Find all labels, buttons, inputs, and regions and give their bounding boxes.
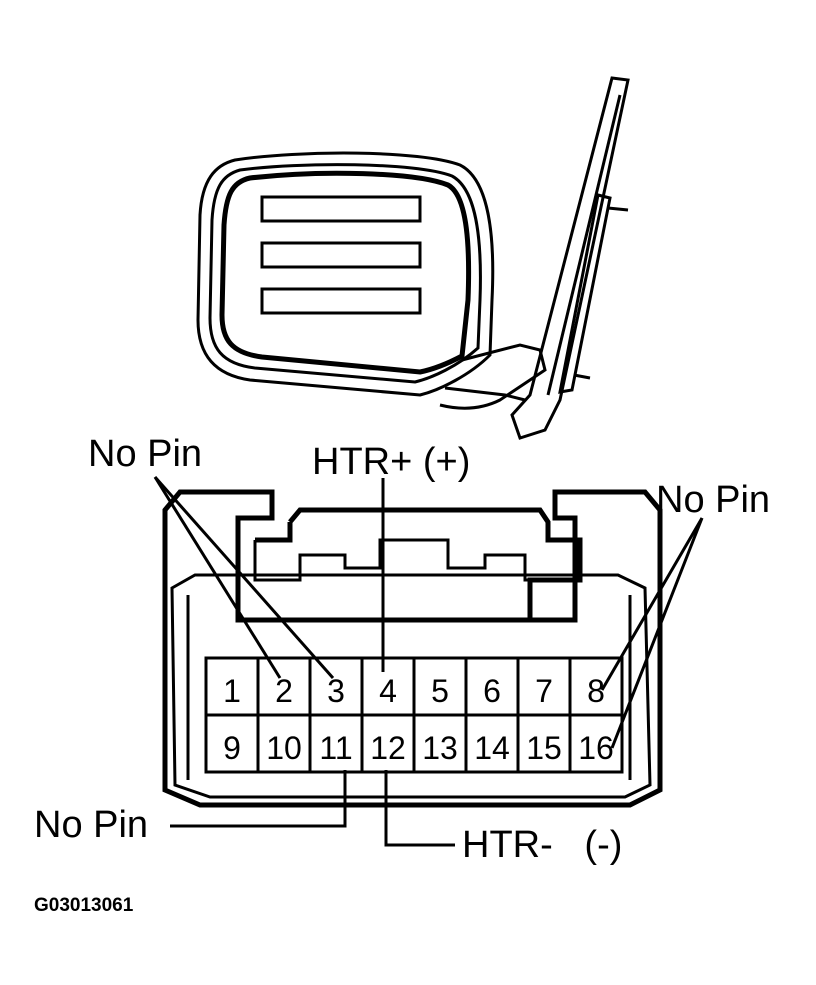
pin-12: 12 xyxy=(370,730,406,766)
pin-11: 11 xyxy=(319,730,352,766)
pin-13: 13 xyxy=(422,730,458,766)
pin-1: 1 xyxy=(223,673,241,709)
pin-6: 6 xyxy=(483,673,501,709)
no-pin-label-top-left: No Pin xyxy=(88,433,202,475)
leader-lines xyxy=(153,476,704,847)
pin-4: 4 xyxy=(379,673,397,709)
pin-5: 5 xyxy=(431,673,449,709)
pin-7: 7 xyxy=(535,673,553,709)
side-mirror-illustration xyxy=(196,76,630,440)
no-pin-label-top-right: No Pin xyxy=(656,479,770,521)
htr-minus-label: HTR- (-) xyxy=(462,824,622,866)
pin-9: 9 xyxy=(223,730,241,766)
pin-14: 14 xyxy=(474,730,510,766)
htr-plus-label: HTR+ (+) xyxy=(312,441,470,483)
pin-10: 10 xyxy=(266,730,302,766)
pin-15: 15 xyxy=(526,730,562,766)
pin-grid: 1 2 3 4 5 6 7 8 9 10 11 12 13 14 15 16 xyxy=(204,656,624,774)
pin-3: 3 xyxy=(327,673,345,709)
pin-16: 16 xyxy=(578,730,614,766)
connector-body xyxy=(162,489,663,808)
no-pin-label-bottom-left: No Pin xyxy=(34,804,148,846)
figure-code: G03013061 xyxy=(34,895,134,916)
pin-8: 8 xyxy=(587,673,605,709)
pin-2: 2 xyxy=(275,673,293,709)
